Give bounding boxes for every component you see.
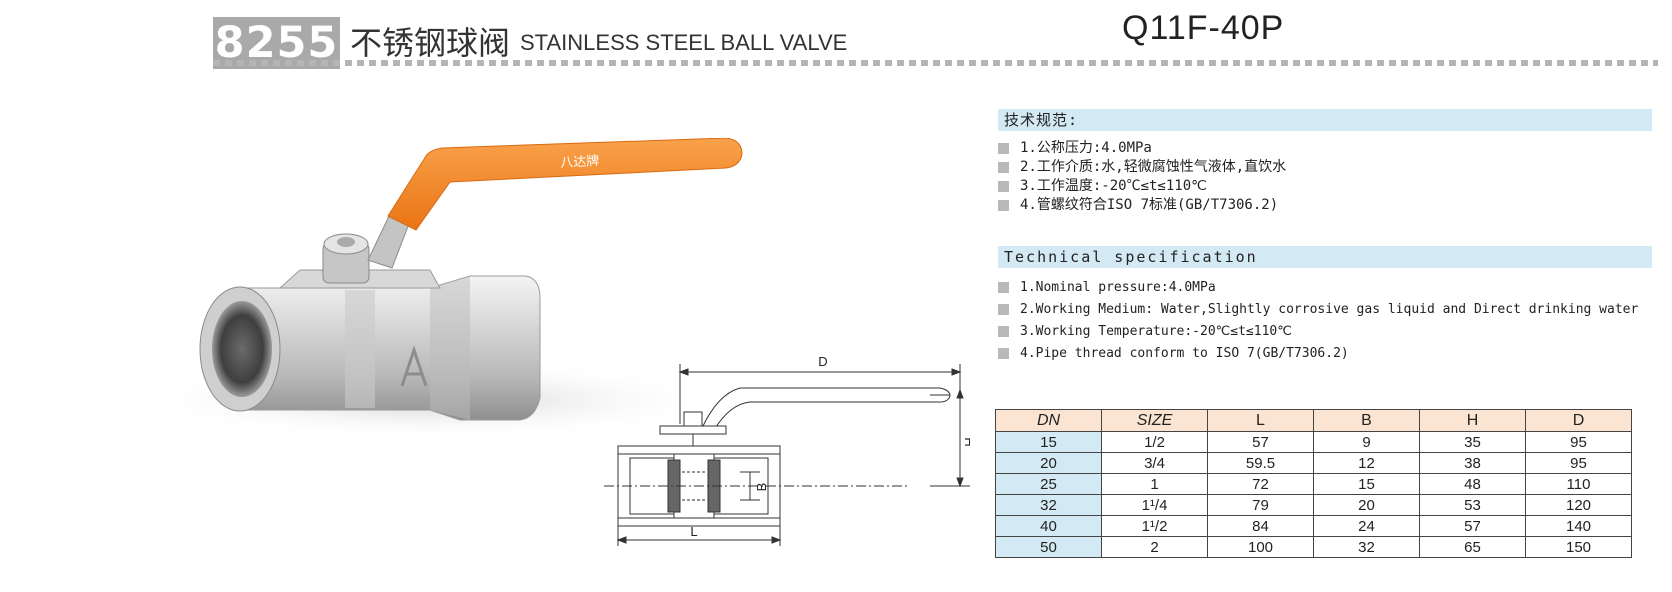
cell-b: 15: [1313, 473, 1420, 495]
col-header-b: B: [1313, 409, 1420, 432]
bullet-square-icon: [998, 181, 1009, 192]
spec-cn-heading: 技术规范:: [998, 109, 1652, 131]
body-logo-mark: [400, 345, 428, 387]
spec-en-list: 1.Nominal pressure:4.0MPa 2.Working Medi…: [998, 277, 1638, 365]
header-dotted-rule: [213, 60, 1658, 66]
product-title-en: STAINLESS STEEL BALL VALVE: [520, 30, 848, 55]
cell-h: 53: [1419, 494, 1526, 516]
table-row: 50 2 100 32 65 150: [995, 536, 1632, 558]
dim-h-label: H: [962, 437, 970, 446]
table-header-row: DN SIZE L B H D: [995, 409, 1632, 432]
cell-l: 100: [1207, 536, 1314, 558]
cell-l: 59.5: [1207, 452, 1314, 474]
technical-drawing: D H B L: [604, 354, 970, 546]
cell-dn: 25: [995, 473, 1102, 495]
spec-cn-item: 4.管螺纹符合ISO 7标准(GB/T7306.2): [998, 196, 1286, 215]
handle-text: 八达牌: [560, 153, 600, 170]
spec-cn-item: 3.工作温度:-20℃≤t≤110℃: [998, 177, 1286, 196]
cell-h: 48: [1419, 473, 1526, 495]
cell-b: 24: [1313, 515, 1420, 537]
col-header-h: H: [1419, 409, 1526, 432]
cell-d: 95: [1525, 431, 1632, 453]
bullet-square-icon: [998, 282, 1009, 293]
cell-d: 150: [1525, 536, 1632, 558]
product-title-cn: 不锈钢球阀: [350, 24, 511, 62]
col-header-size: SIZE: [1101, 409, 1208, 432]
spec-cn-item: 2.工作介质:水,轻微腐蚀性气液体,直饮水: [998, 158, 1286, 177]
cell-dn: 32: [995, 494, 1102, 516]
bullet-square-icon: [998, 143, 1009, 154]
table-row: 15 1/2 57 9 35 95: [995, 431, 1632, 453]
cell-size: 3/4: [1101, 452, 1208, 474]
spec-en-item: 1.Nominal pressure:4.0MPa: [998, 277, 1638, 299]
cell-size: 1/2: [1101, 431, 1208, 453]
table-row: 32 1¹/4 79 20 53 120: [995, 494, 1632, 516]
drawing-stem-nut: [683, 411, 703, 427]
cell-h: 65: [1419, 536, 1526, 558]
cell-size: 1¹/4: [1101, 494, 1208, 516]
spec-cn-list: 1.公称压力:4.0MPa 2.工作介质:水,轻微腐蚀性气液体,直饮水 3.工作…: [998, 139, 1286, 215]
bullet-square-icon: [998, 326, 1009, 337]
col-header-dn: DN: [995, 409, 1102, 432]
spec-en-heading: Technical specification: [998, 246, 1652, 268]
valve-body: [234, 275, 541, 421]
cell-h: 57: [1419, 515, 1526, 537]
cell-l: 79: [1207, 494, 1314, 516]
cell-size: 2: [1101, 536, 1208, 558]
cell-b: 9: [1313, 431, 1420, 453]
cell-size: 1: [1101, 473, 1208, 495]
table-row: 40 1¹/2 84 24 57 140: [995, 515, 1632, 537]
spec-en-item: 2.Working Medium: Water,Slightly corrosi…: [998, 299, 1638, 321]
cell-l: 72: [1207, 473, 1314, 495]
dim-d-label: D: [818, 354, 827, 369]
bullet-square-icon: [998, 304, 1009, 315]
cell-d: 120: [1525, 494, 1632, 516]
table-row: 25 1 72 15 48 110: [995, 473, 1632, 495]
valve-handle: [387, 138, 743, 231]
cell-dn: 40: [995, 515, 1102, 537]
cell-dn: 15: [995, 431, 1102, 453]
col-header-l: L: [1207, 409, 1314, 432]
cell-b: 12: [1313, 452, 1420, 474]
model-number: Q11F-40P: [1122, 9, 1285, 47]
cell-b: 20: [1313, 494, 1420, 516]
dim-l-label: L: [690, 524, 697, 539]
cell-size: 1¹/2: [1101, 515, 1208, 537]
cell-dn: 50: [995, 536, 1102, 558]
table-row: 20 3/4 59.5 12 38 95: [995, 452, 1632, 474]
cell-d: 110: [1525, 473, 1632, 495]
spec-en-item: 3.Working Temperature:-20℃≤t≤110℃: [998, 321, 1638, 343]
cell-l: 84: [1207, 515, 1314, 537]
col-header-d: D: [1525, 409, 1632, 432]
drawing-handle: [701, 387, 951, 431]
cell-dn: 20: [995, 452, 1102, 474]
valve-bore: [212, 301, 272, 397]
cell-h: 38: [1419, 452, 1526, 474]
bullet-square-icon: [998, 162, 1009, 173]
bullet-square-icon: [998, 348, 1009, 359]
cell-h: 35: [1419, 431, 1526, 453]
cell-d: 95: [1525, 452, 1632, 474]
dim-b-label: B: [754, 483, 769, 492]
bullet-square-icon: [998, 200, 1009, 211]
spec-cn-item: 1.公称压力:4.0MPa: [998, 139, 1286, 158]
product-photo: 八达牌: [130, 138, 743, 440]
cell-d: 140: [1525, 515, 1632, 537]
spec-en-item: 4.Pipe thread conform to ISO 7(GB/T7306.…: [998, 343, 1638, 365]
size-table: DN SIZE L B H D 15 1/2 57 9 35 95 20 3/4…: [995, 409, 1632, 558]
cell-b: 32: [1313, 536, 1420, 558]
cell-l: 57: [1207, 431, 1314, 453]
